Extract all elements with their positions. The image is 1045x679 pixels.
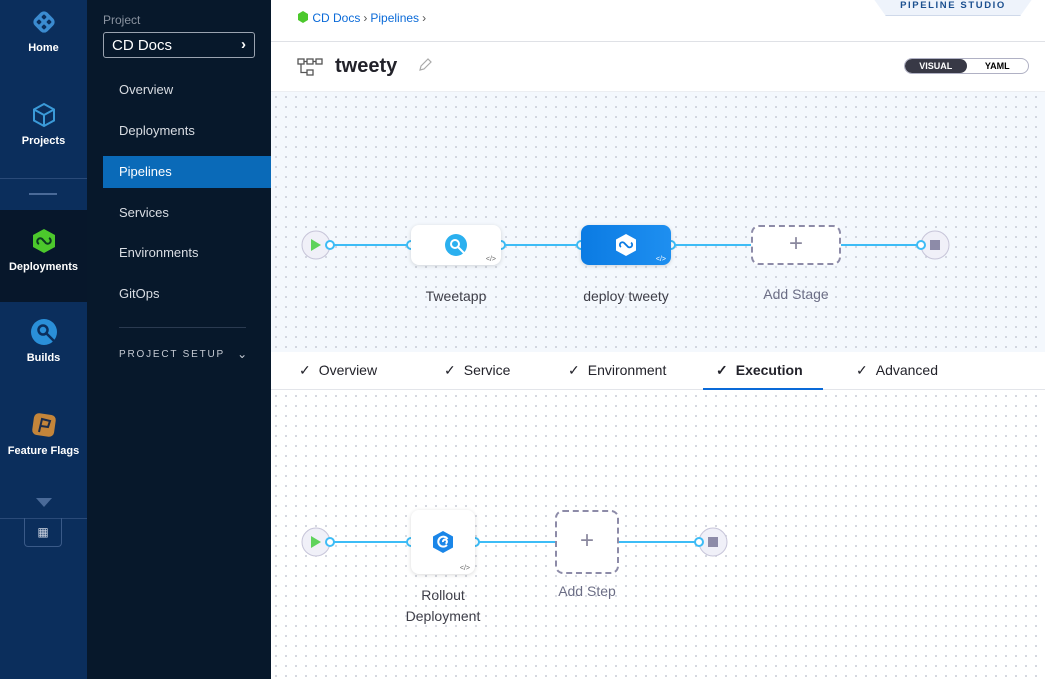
code-icon: </> (459, 565, 470, 572)
nav-projects[interactable]: Projects (0, 101, 87, 147)
apps-grid-icon[interactable]: ▦ (24, 518, 62, 547)
nav-label: Feature Flags (7, 445, 80, 457)
sidebar-item-deployments[interactable]: Deployments (119, 123, 195, 138)
step-label-line: Deployment (405, 608, 481, 624)
breadcrumb-project[interactable]: CD Docs (312, 11, 361, 25)
execution-start-icon (301, 527, 331, 557)
nav-home[interactable]: Home (0, 8, 87, 54)
sidebar-item-overview[interactable]: Overview (119, 82, 174, 97)
code-icon: </> (655, 256, 666, 263)
pipeline-end-icon (920, 230, 950, 260)
chevron-down-icon: ⌄ (237, 347, 249, 361)
plus-icon: + (579, 527, 594, 554)
plus-icon: + (788, 230, 803, 257)
tab-label: Service (463, 362, 511, 378)
tab-execution[interactable]: ✓ Execution (716, 362, 803, 379)
tab-label: Execution (735, 362, 803, 378)
stage-label: Tweetapp (425, 288, 487, 304)
tab-label: Advanced (875, 362, 939, 378)
sidebar-item-environments[interactable]: Environments (119, 245, 199, 260)
nav-feature-flags[interactable]: Feature Flags (0, 411, 87, 457)
nav-divider (0, 518, 87, 519)
nav-deployments[interactable]: Deployments (0, 210, 87, 302)
header-divider (271, 41, 1045, 42)
visual-toggle[interactable]: VISUAL (905, 59, 967, 73)
add-step-button[interactable]: + (555, 510, 619, 574)
code-icon: </> (485, 256, 496, 263)
check-icon: ✓ (856, 362, 868, 378)
tab-overview[interactable]: ✓ Overview (299, 362, 377, 379)
nav-divider (0, 178, 87, 179)
step-label-line: Rollout (421, 587, 465, 603)
add-step-label: Add Step (558, 583, 616, 599)
active-tab-indicator (703, 388, 823, 390)
check-icon: ✓ (299, 362, 311, 378)
pipeline-icon (297, 58, 323, 76)
sidebar-item-services[interactable]: Services (119, 205, 169, 220)
pipeline-start-icon (301, 230, 331, 260)
nav-label: Builds (26, 352, 61, 364)
chevron-right-icon: › (422, 11, 427, 25)
sidebar-divider (119, 327, 246, 328)
view-toggle: VISUAL YAML (904, 58, 1029, 74)
tab-label: Overview (318, 362, 378, 378)
project-label: Project (103, 13, 141, 27)
flow-connectors (301, 230, 950, 557)
execution-canvas (271, 391, 1045, 679)
nav-separator (29, 193, 57, 195)
sidebar-item-gitops[interactable]: GitOps (119, 286, 160, 301)
pipeline-canvas (271, 91, 1045, 352)
rollout-icon (433, 531, 453, 553)
cd-icon (298, 11, 308, 23)
check-icon: ✓ (444, 362, 456, 378)
nav-label: Home (28, 42, 59, 54)
add-stage-button[interactable]: + (751, 225, 841, 265)
pipeline-studio: CD Docs›Pipelines› PIPELINE STUDIO tweet… (271, 0, 1045, 679)
yaml-toggle[interactable]: YAML (984, 61, 1010, 71)
add-stage-label: Add Stage (763, 286, 829, 302)
stage-label: deploy tweety (583, 288, 669, 304)
tab-service[interactable]: ✓ Service (444, 362, 510, 379)
sidebar-item-pipelines[interactable]: Pipelines (103, 156, 271, 188)
project-setup-toggle[interactable]: PROJECT SETUP ⌄ (119, 347, 249, 361)
check-icon: ✓ (568, 362, 580, 378)
nav-builds[interactable]: Builds (0, 318, 87, 364)
flag-icon (31, 413, 56, 437)
breadcrumb: CD Docs›Pipelines› (297, 11, 429, 25)
step-node-rollout-deployment[interactable]: </> (411, 510, 475, 574)
ci-icon (30, 319, 57, 345)
connector-lines (330, 244, 921, 543)
tab-environment[interactable]: ✓ Environment (568, 362, 666, 379)
ci-icon (445, 234, 467, 256)
nav-more-icon[interactable] (36, 498, 52, 507)
check-icon: ✓ (716, 362, 728, 378)
harness-logo-icon (32, 11, 55, 33)
chevron-right-icon: › (363, 11, 368, 25)
edit-pencil-icon[interactable] (417, 57, 433, 73)
project-name: CD Docs (112, 37, 173, 54)
cd-icon (616, 234, 636, 256)
tab-label: Environment (587, 362, 667, 378)
stage-tabs: ✓ Overview ✓ Service ✓ Environment ✓ Executi… (271, 352, 1045, 390)
cube-icon (32, 102, 55, 128)
chevron-right-icon: › (241, 36, 246, 53)
breadcrumb-pipelines[interactable]: Pipelines (370, 11, 420, 25)
stage-node-deploy-tweety[interactable]: </> (581, 225, 671, 265)
project-selector[interactable]: CD Docs › (103, 32, 255, 58)
project-sidebar: Project CD Docs › Overview Deployments Pi… (87, 0, 271, 679)
tab-advanced[interactable]: ✓ Advanced (856, 362, 938, 379)
project-setup-label: PROJECT SETUP (119, 349, 226, 360)
pipeline-title: tweety (335, 55, 398, 77)
nav-label: Deployments (8, 261, 79, 273)
stage-node-tweetapp[interactable]: </> (411, 225, 501, 265)
module-nav: Home Projects Deployments Builds Feature… (0, 0, 87, 679)
cd-icon (32, 229, 55, 253)
nav-label: Projects (21, 135, 66, 147)
